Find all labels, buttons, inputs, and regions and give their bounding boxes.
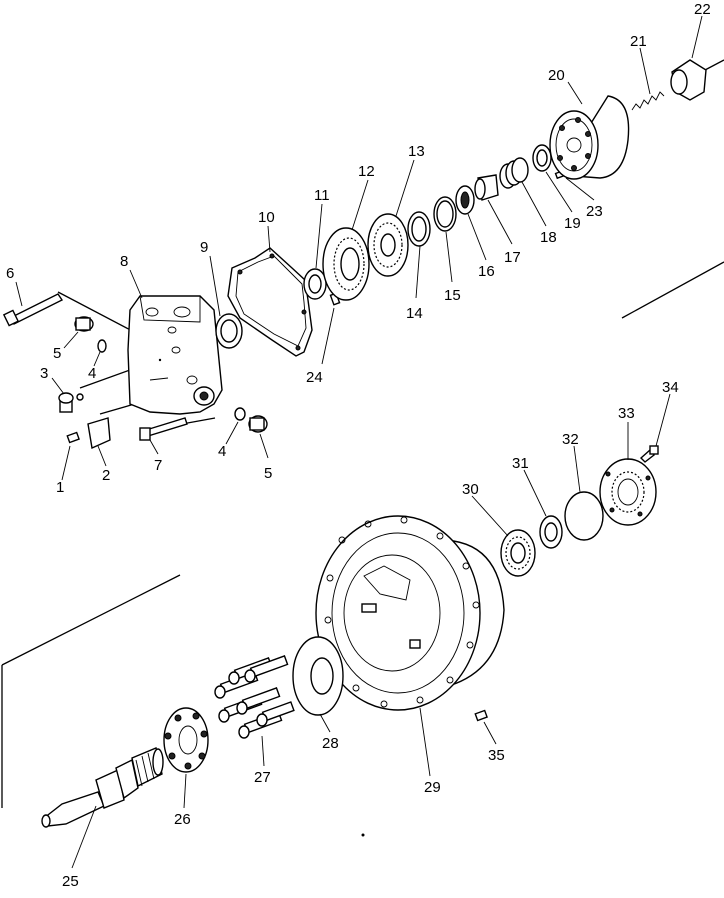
part-35-pin xyxy=(474,709,488,722)
label-part-23: 23 xyxy=(586,203,603,220)
label-part-7: 7 xyxy=(154,457,162,474)
part-31-ring xyxy=(539,515,563,549)
part-9-ring xyxy=(215,313,243,349)
part-2-plate xyxy=(87,417,111,450)
part-33-cover xyxy=(599,458,657,526)
part-14-ring xyxy=(407,211,431,247)
part-5-plug-lower xyxy=(248,415,268,433)
part-26-retainer-plate xyxy=(163,707,209,773)
label-part-17: 17 xyxy=(504,249,521,266)
label-part-15: 15 xyxy=(444,287,461,304)
part-17-sleeve xyxy=(474,174,499,201)
label-part-21: 21 xyxy=(630,33,647,50)
part-19-washer xyxy=(532,144,552,172)
part-6-bolt xyxy=(2,293,64,327)
part-3-fitting xyxy=(58,392,84,413)
part-1-pin xyxy=(66,431,80,444)
part-4-oring-lower xyxy=(234,407,246,421)
label-part-28: 28 xyxy=(322,735,339,752)
label-part-20: 20 xyxy=(548,67,565,84)
part-29-hub xyxy=(315,515,505,711)
label-part-16: 16 xyxy=(478,263,495,280)
part-18-spring xyxy=(499,157,529,189)
label-part-4-upper: 4 xyxy=(88,365,96,382)
part-20-cylinder-block xyxy=(549,95,630,180)
label-part-1: 1 xyxy=(56,479,64,496)
part-4-oring-upper xyxy=(97,339,107,353)
label-part-14: 14 xyxy=(406,305,423,322)
part-25-shaft xyxy=(41,747,164,828)
part-11-bearing xyxy=(303,268,327,300)
label-part-35: 35 xyxy=(488,747,505,764)
label-part-5-upper: 5 xyxy=(53,345,61,362)
part-21-spring xyxy=(631,91,665,111)
label-part-22: 22 xyxy=(694,1,711,18)
part-8-housing xyxy=(127,295,223,415)
label-part-24: 24 xyxy=(306,369,323,386)
label-part-12: 12 xyxy=(358,163,375,180)
part-30-bearing xyxy=(500,529,536,577)
part-22-cap xyxy=(670,59,707,101)
part-13-valve-plate xyxy=(367,213,409,277)
label-part-18: 18 xyxy=(540,229,557,246)
part-15-ring xyxy=(433,196,457,232)
label-part-4-lower: 4 xyxy=(218,443,226,460)
part-12-plate xyxy=(322,227,370,301)
part-7-bolt xyxy=(139,417,188,441)
label-part-29: 29 xyxy=(424,779,441,796)
label-part-10: 10 xyxy=(258,209,275,226)
callout-labels: 1 2 3 4 4 5 5 6 7 8 9 10 11 12 13 14 15 … xyxy=(6,1,711,890)
label-part-33: 33 xyxy=(618,405,635,422)
label-part-6: 6 xyxy=(6,265,14,282)
label-part-27: 27 xyxy=(254,769,271,786)
stray-dot xyxy=(158,358,162,362)
part-5-plug-upper xyxy=(74,316,94,332)
part-27-pistons xyxy=(214,655,295,739)
label-part-26: 26 xyxy=(174,811,191,828)
label-part-9: 9 xyxy=(200,239,208,256)
label-part-5-lower: 5 xyxy=(264,465,272,482)
label-part-31: 31 xyxy=(512,455,529,472)
part-34-bolt xyxy=(639,445,659,463)
label-part-19: 19 xyxy=(564,215,581,232)
label-part-34: 34 xyxy=(662,379,679,396)
label-part-32: 32 xyxy=(562,431,579,448)
label-part-2: 2 xyxy=(102,467,110,484)
label-part-25: 25 xyxy=(62,873,79,890)
part-32-oring xyxy=(564,491,604,541)
label-part-3: 3 xyxy=(40,365,48,382)
label-part-8: 8 xyxy=(120,253,128,270)
part-28-washer xyxy=(292,636,344,716)
stray-dot xyxy=(361,833,365,837)
leader-lines xyxy=(15,15,703,869)
label-part-13: 13 xyxy=(408,143,425,160)
label-part-30: 30 xyxy=(462,481,479,498)
label-part-11: 11 xyxy=(314,187,330,204)
part-16-bearing xyxy=(455,185,475,215)
